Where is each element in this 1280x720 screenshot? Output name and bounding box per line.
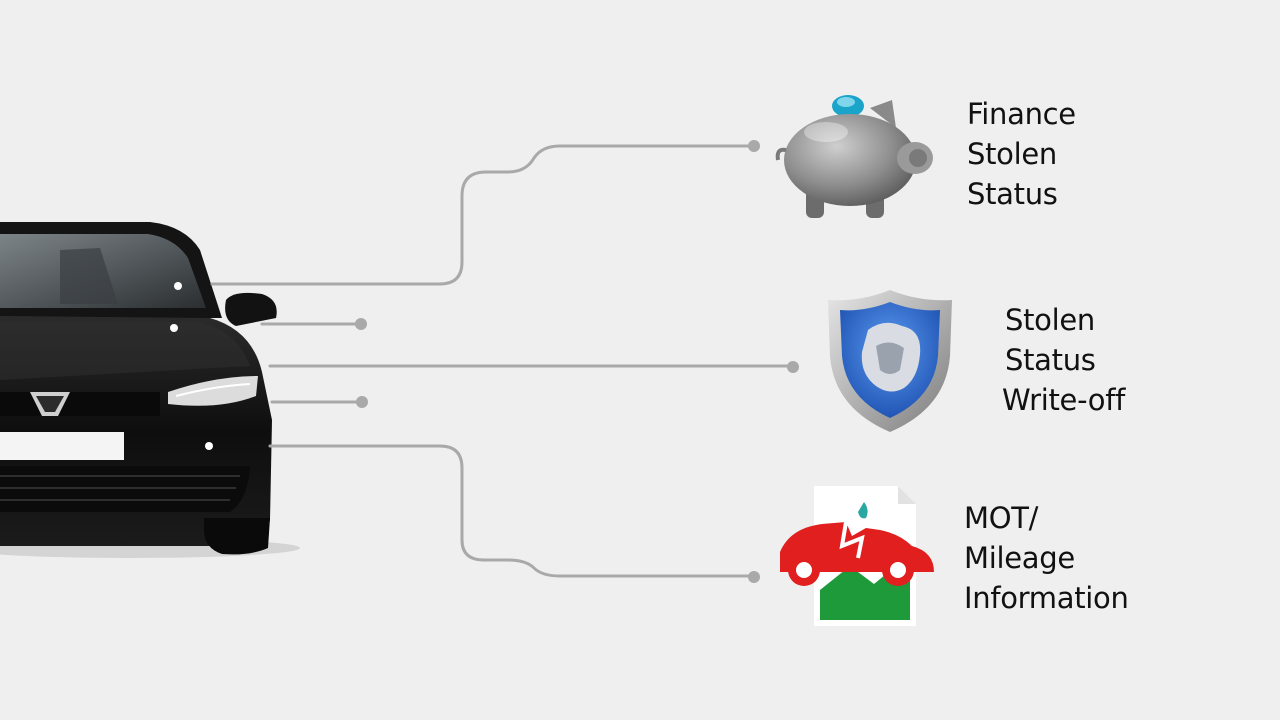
label-line: Status: [1005, 343, 1096, 377]
mot-document-icon: [780, 486, 934, 626]
finance-stolen-status-label: Finance Stolen Status: [967, 94, 1076, 214]
label-line: Status: [967, 177, 1058, 211]
label-line: Stolen: [1005, 303, 1096, 337]
car-image: [0, 222, 300, 558]
label-line: Mileage: [964, 541, 1075, 575]
connector-mot: [268, 444, 754, 578]
label-line: MOT/: [964, 501, 1039, 535]
label-line: Finance: [967, 97, 1076, 131]
connector-endpoints: [355, 140, 799, 583]
label-line: Information: [964, 581, 1129, 615]
mot-mileage-information-label: MOT/ Mileage Information: [964, 498, 1129, 618]
label-line: Write-off: [1002, 383, 1126, 417]
connector-finance: [210, 144, 754, 286]
shield-icon: [828, 290, 952, 432]
connector-lines: [210, 144, 794, 578]
piggy-bank-icon: [775, 95, 933, 218]
label-line: Stolen: [967, 137, 1058, 171]
stolen-status-writeoff-label: Stolen Status Write-off: [1002, 300, 1126, 420]
